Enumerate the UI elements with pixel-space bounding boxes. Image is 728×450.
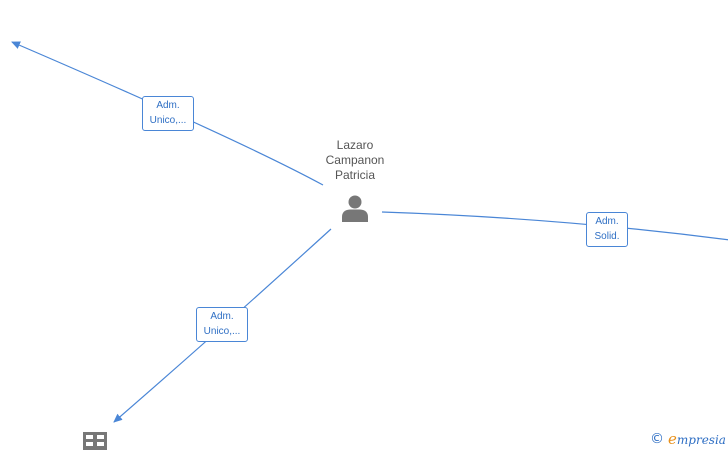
edge-label-line: Adm.	[156, 100, 180, 111]
edge-label-line: Adm.	[210, 311, 234, 322]
company-building-icon[interactable]	[83, 432, 107, 450]
empresia-watermark: © empresia	[650, 430, 726, 448]
brand-logo-initial: e	[668, 429, 677, 448]
person-name-line: Campanon	[325, 153, 385, 167]
person-name-line: Lazaro	[336, 138, 374, 152]
edge-line-top-left[interactable]	[11, 41, 324, 186]
person-icon[interactable]	[340, 193, 370, 223]
edge-label-line: Unico,...	[149, 115, 187, 126]
edge-label-adm-unico-bottom[interactable]: Adm. Unico,...	[196, 307, 248, 342]
person-node-label[interactable]: Lazaro Campanon Patricia	[313, 138, 397, 183]
edge-label-adm-solid[interactable]: Adm. Solid.	[586, 212, 628, 247]
edge-label-adm-unico-top[interactable]: Adm. Unico,...	[142, 96, 194, 131]
brand-logo-rest: mpresia	[676, 432, 726, 447]
edge-label-line: Adm.	[595, 216, 619, 227]
edge-label-line: Unico,...	[203, 326, 241, 337]
copyright-icon: ©	[650, 431, 664, 447]
brand-logo: empresia	[668, 430, 726, 449]
edge-label-line: Solid.	[594, 231, 620, 242]
edge-line-right[interactable]	[381, 211, 728, 241]
person-name-line: Patricia	[334, 168, 375, 182]
